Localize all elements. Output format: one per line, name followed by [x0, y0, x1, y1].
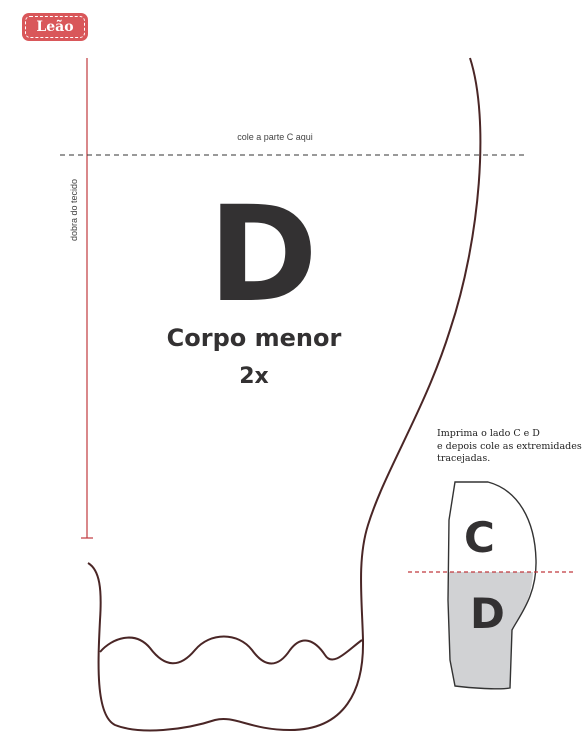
mini-piece-d-fill	[448, 572, 533, 689]
piece-name: Corpo menor	[166, 324, 342, 352]
instruction-line: Imprima o lado C e D	[437, 428, 540, 439]
join-line-label: cole a parte C aqui	[237, 132, 313, 142]
fabric-fold-label: dobra do tecido	[69, 178, 79, 242]
fabric-fold-line	[81, 58, 93, 539]
mini-piece-outline	[447, 481, 537, 690]
piece-letter: D	[208, 178, 318, 332]
mini-letter-d: D	[470, 589, 505, 638]
paw-wave-line	[99, 635, 363, 665]
instruction-line: tracejadas.	[437, 453, 491, 464]
title-badge: Leão	[22, 13, 88, 41]
instructions-text: Imprima o lado C e D e depois cole as ex…	[437, 428, 583, 466]
piece-quantity: 2x	[239, 364, 269, 389]
mini-letter-c: C	[464, 513, 495, 562]
assembly-mini-diagram	[408, 481, 576, 690]
badge-label: Leão	[36, 19, 74, 35]
body-outline	[87, 57, 482, 732]
instruction-line: e depois cole as extremidades	[437, 440, 582, 452]
